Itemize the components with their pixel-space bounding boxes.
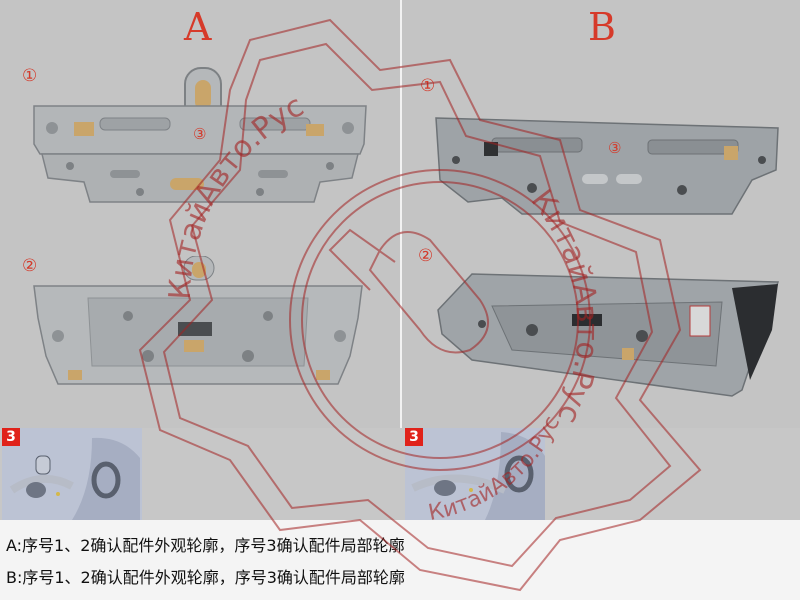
caption-b: B:序号1、2确认配件外观轮廓，序号3确认配件局部轮廓 [6, 568, 405, 587]
panel-a-label: A [184, 5, 212, 49]
caption-a: A:序号1、2确认配件外观轮廓，序号3确认配件局部轮廓 [6, 536, 405, 555]
panel-b-detail-photo [405, 428, 545, 520]
detail-tag: 3 [405, 428, 423, 446]
panel-b-part-photo-1 [435, 117, 779, 215]
marker-1: ① [22, 66, 38, 86]
panel-a-detail-inset: 3 [2, 428, 142, 520]
panel-b-part-photo-2 [437, 273, 780, 397]
panel-a-detail-photo [2, 428, 142, 520]
marker-3: ③ [608, 139, 622, 157]
marker-1: ① [420, 76, 436, 96]
panel-b-detail-inset: 3 [405, 428, 545, 520]
caption-area: A:序号1、2确认配件外观轮廓，序号3确认配件局部轮廓 B:序号1、2确认配件外… [0, 520, 800, 600]
panel-a: A ① ③ [0, 0, 400, 428]
detail-tag: 3 [2, 428, 20, 446]
panel-b: B ① ③ ② [402, 0, 800, 428]
panel-b-label: B [588, 5, 616, 49]
marker-3: ③ [193, 125, 207, 143]
marker-2: ② [418, 246, 434, 266]
marker-2: ② [22, 256, 38, 276]
panel-a-part-photo-2 [33, 256, 363, 385]
